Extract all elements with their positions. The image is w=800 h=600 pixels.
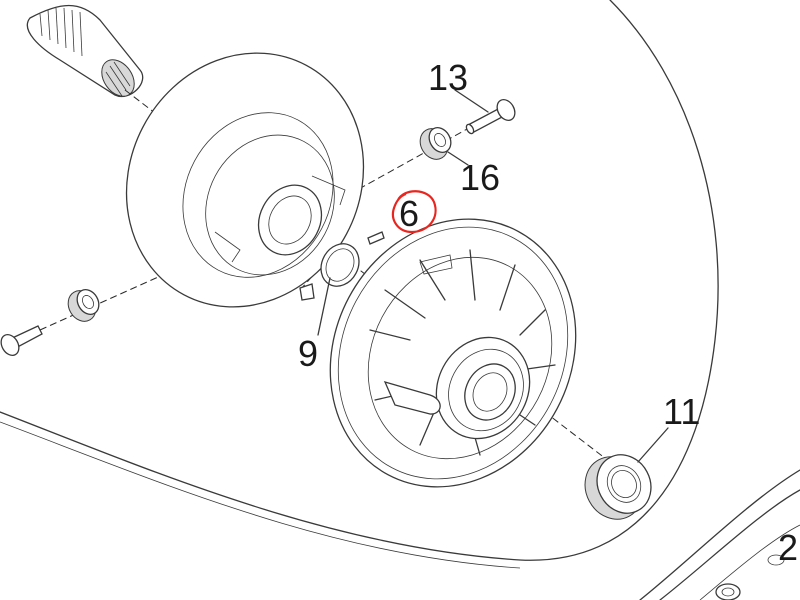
label-9: 9 (298, 333, 318, 374)
leader-9 (317, 277, 331, 336)
part-13-bolt (465, 99, 516, 135)
highlight-circle (391, 190, 437, 234)
fixed-sheave (125, 52, 365, 308)
housing-inner-outline (0, 421, 521, 569)
part-9-snap-ring (299, 243, 360, 301)
label-16: 16 (460, 157, 500, 198)
housing-outline (0, 0, 719, 561)
label-11: 11 (663, 391, 700, 432)
lower-bolt-assembly (0, 289, 100, 356)
drive-shaft (26, 4, 144, 98)
label-6: 6 (399, 193, 419, 234)
leader-11 (637, 427, 669, 463)
leader-13 (454, 89, 489, 113)
part-16-roller (419, 127, 452, 160)
label-2: 2 (778, 527, 798, 568)
cover-plate (639, 469, 800, 600)
label-13: 13 (428, 57, 468, 98)
part-11-bearing (584, 454, 652, 520)
axis-pin-9 (299, 261, 326, 291)
leader-16 (447, 151, 469, 166)
movable-sheave (329, 218, 577, 488)
part-6-pin (367, 231, 385, 245)
